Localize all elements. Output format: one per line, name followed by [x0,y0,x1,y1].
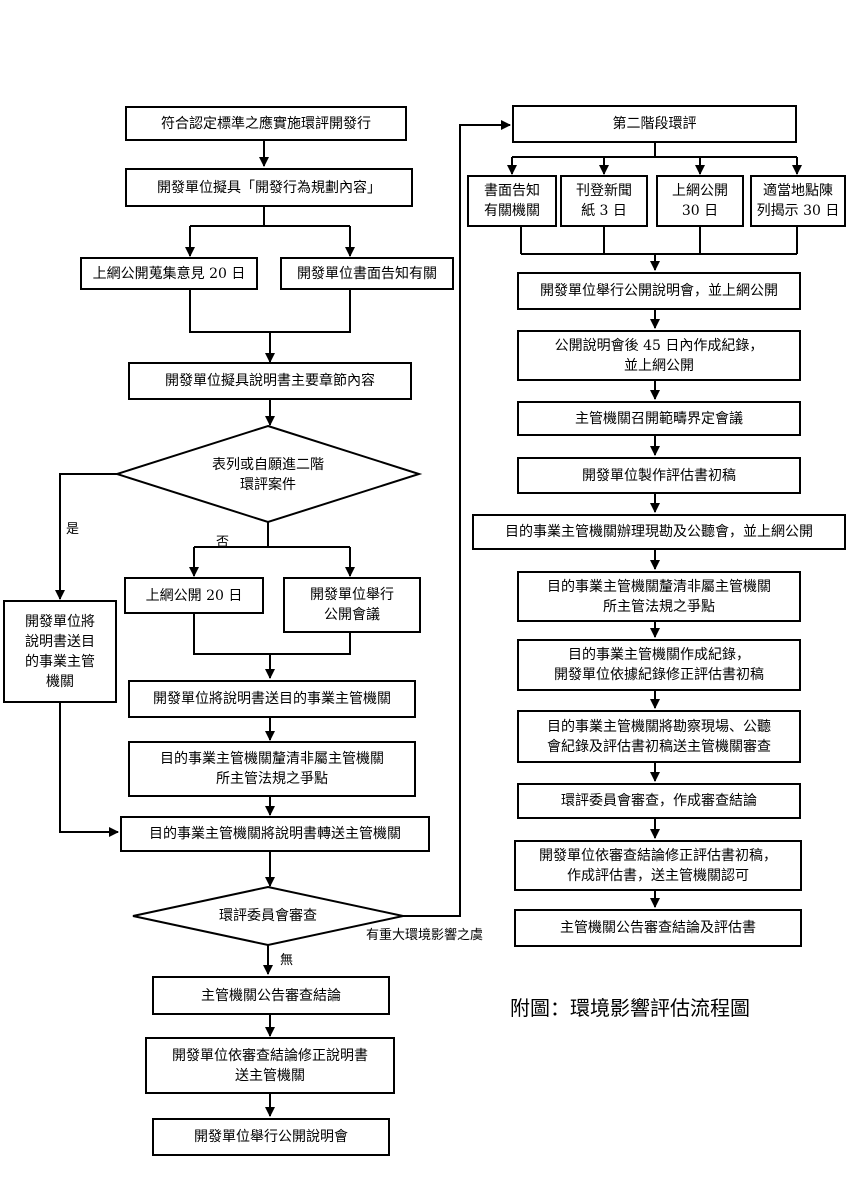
clarify-issues-box: 目的事業主管機關釐清非屬主管機關 所主管法規之爭點 [128,741,416,797]
public-meeting-box: 開發單位舉行 公開會議 [283,577,421,633]
decision-committee-label: 環評委員會審查 [219,908,317,924]
written-notice-box: 開發單位書面告知有關 [280,257,454,290]
stage-two-box: 第二階段環評 [512,105,797,143]
record-45-box: 公開說明會後 45 日內作成紀錄， 並上網公開 [517,330,801,381]
announce-conclusion-box: 主管機關公告審查結論 [152,976,390,1015]
display-30-box: 適當地點陳 列揭示 30 日 [750,175,846,227]
online-20-box: 上網公開 20 日 [124,577,264,614]
committee-review-box: 環評委員會審查，作成審查結論 [517,783,801,819]
record-revise-box: 目的事業主管機關作成紀錄， 開發單位依據紀錄修正評估書初稿 [517,639,801,691]
online-opinion-box: 上網公開蒐集意見 20 日 [80,257,258,290]
no-label: 否 [216,535,230,550]
revise-assessment-box: 開發單位依審查結論修正評估書初稿， 作成評估書，送主管機關認可 [514,840,802,891]
site-hearing-box: 目的事業主管機關辦理現勘及公聽會，並上網公開 [472,514,846,550]
decision-second-stage-label: 表列或自願進二階 環評案件 [212,457,324,493]
briefing-online-box: 開發單位舉行公開說明會，並上網公開 [517,272,801,310]
newspaper-box: 刊登新聞 紙 3 日 [560,175,648,227]
draft-assessment-box: 開發單位製作評估書初稿 [517,457,801,494]
right-clarify-box: 目的事業主管機關釐清非屬主管機關 所主管法規之爭點 [517,571,801,622]
none-label: 無 [280,953,294,968]
forward-statement-box: 目的事業主管機關將說明書轉送主管機關 [120,816,430,852]
draft-chapters-box: 開發單位擬具說明書主要章節內容 [128,362,412,400]
final-briefing-box: 開發單位舉行公開說明會 [152,1118,390,1156]
announce-assessment-box: 主管機關公告審查結論及評估書 [514,909,802,947]
yes-label: 是 [66,522,80,537]
scoping-meeting-box: 主管機關召開範疇界定會議 [517,401,801,436]
send-statement-box: 開發單位將說明書送目的事業主管機關 [128,680,416,718]
plan-content-box: 開發單位擬具「開發行為規劃內容」 [125,168,413,207]
yes-send-box: 開發單位將 說明書送目 的事業主管 機關 [3,600,117,703]
significant-impact-label: 有重大環境影響之虞 [366,928,484,943]
online-30-box: 上網公開 30 日 [656,175,744,227]
start-box: 符合認定標準之應實施環評開發行 [125,106,407,141]
submit-review-box: 目的事業主管機關將勘察現場、公聽 會紀錄及評估書初稿送主管機關審查 [517,710,801,763]
figure-caption: 附圖：環境影響評估流程圖 [510,996,750,1020]
notify-agencies-box: 書面告知 有關機關 [467,175,557,227]
revise-statement-box: 開發單位依審查結論修正說明書 送主管機關 [145,1037,395,1094]
